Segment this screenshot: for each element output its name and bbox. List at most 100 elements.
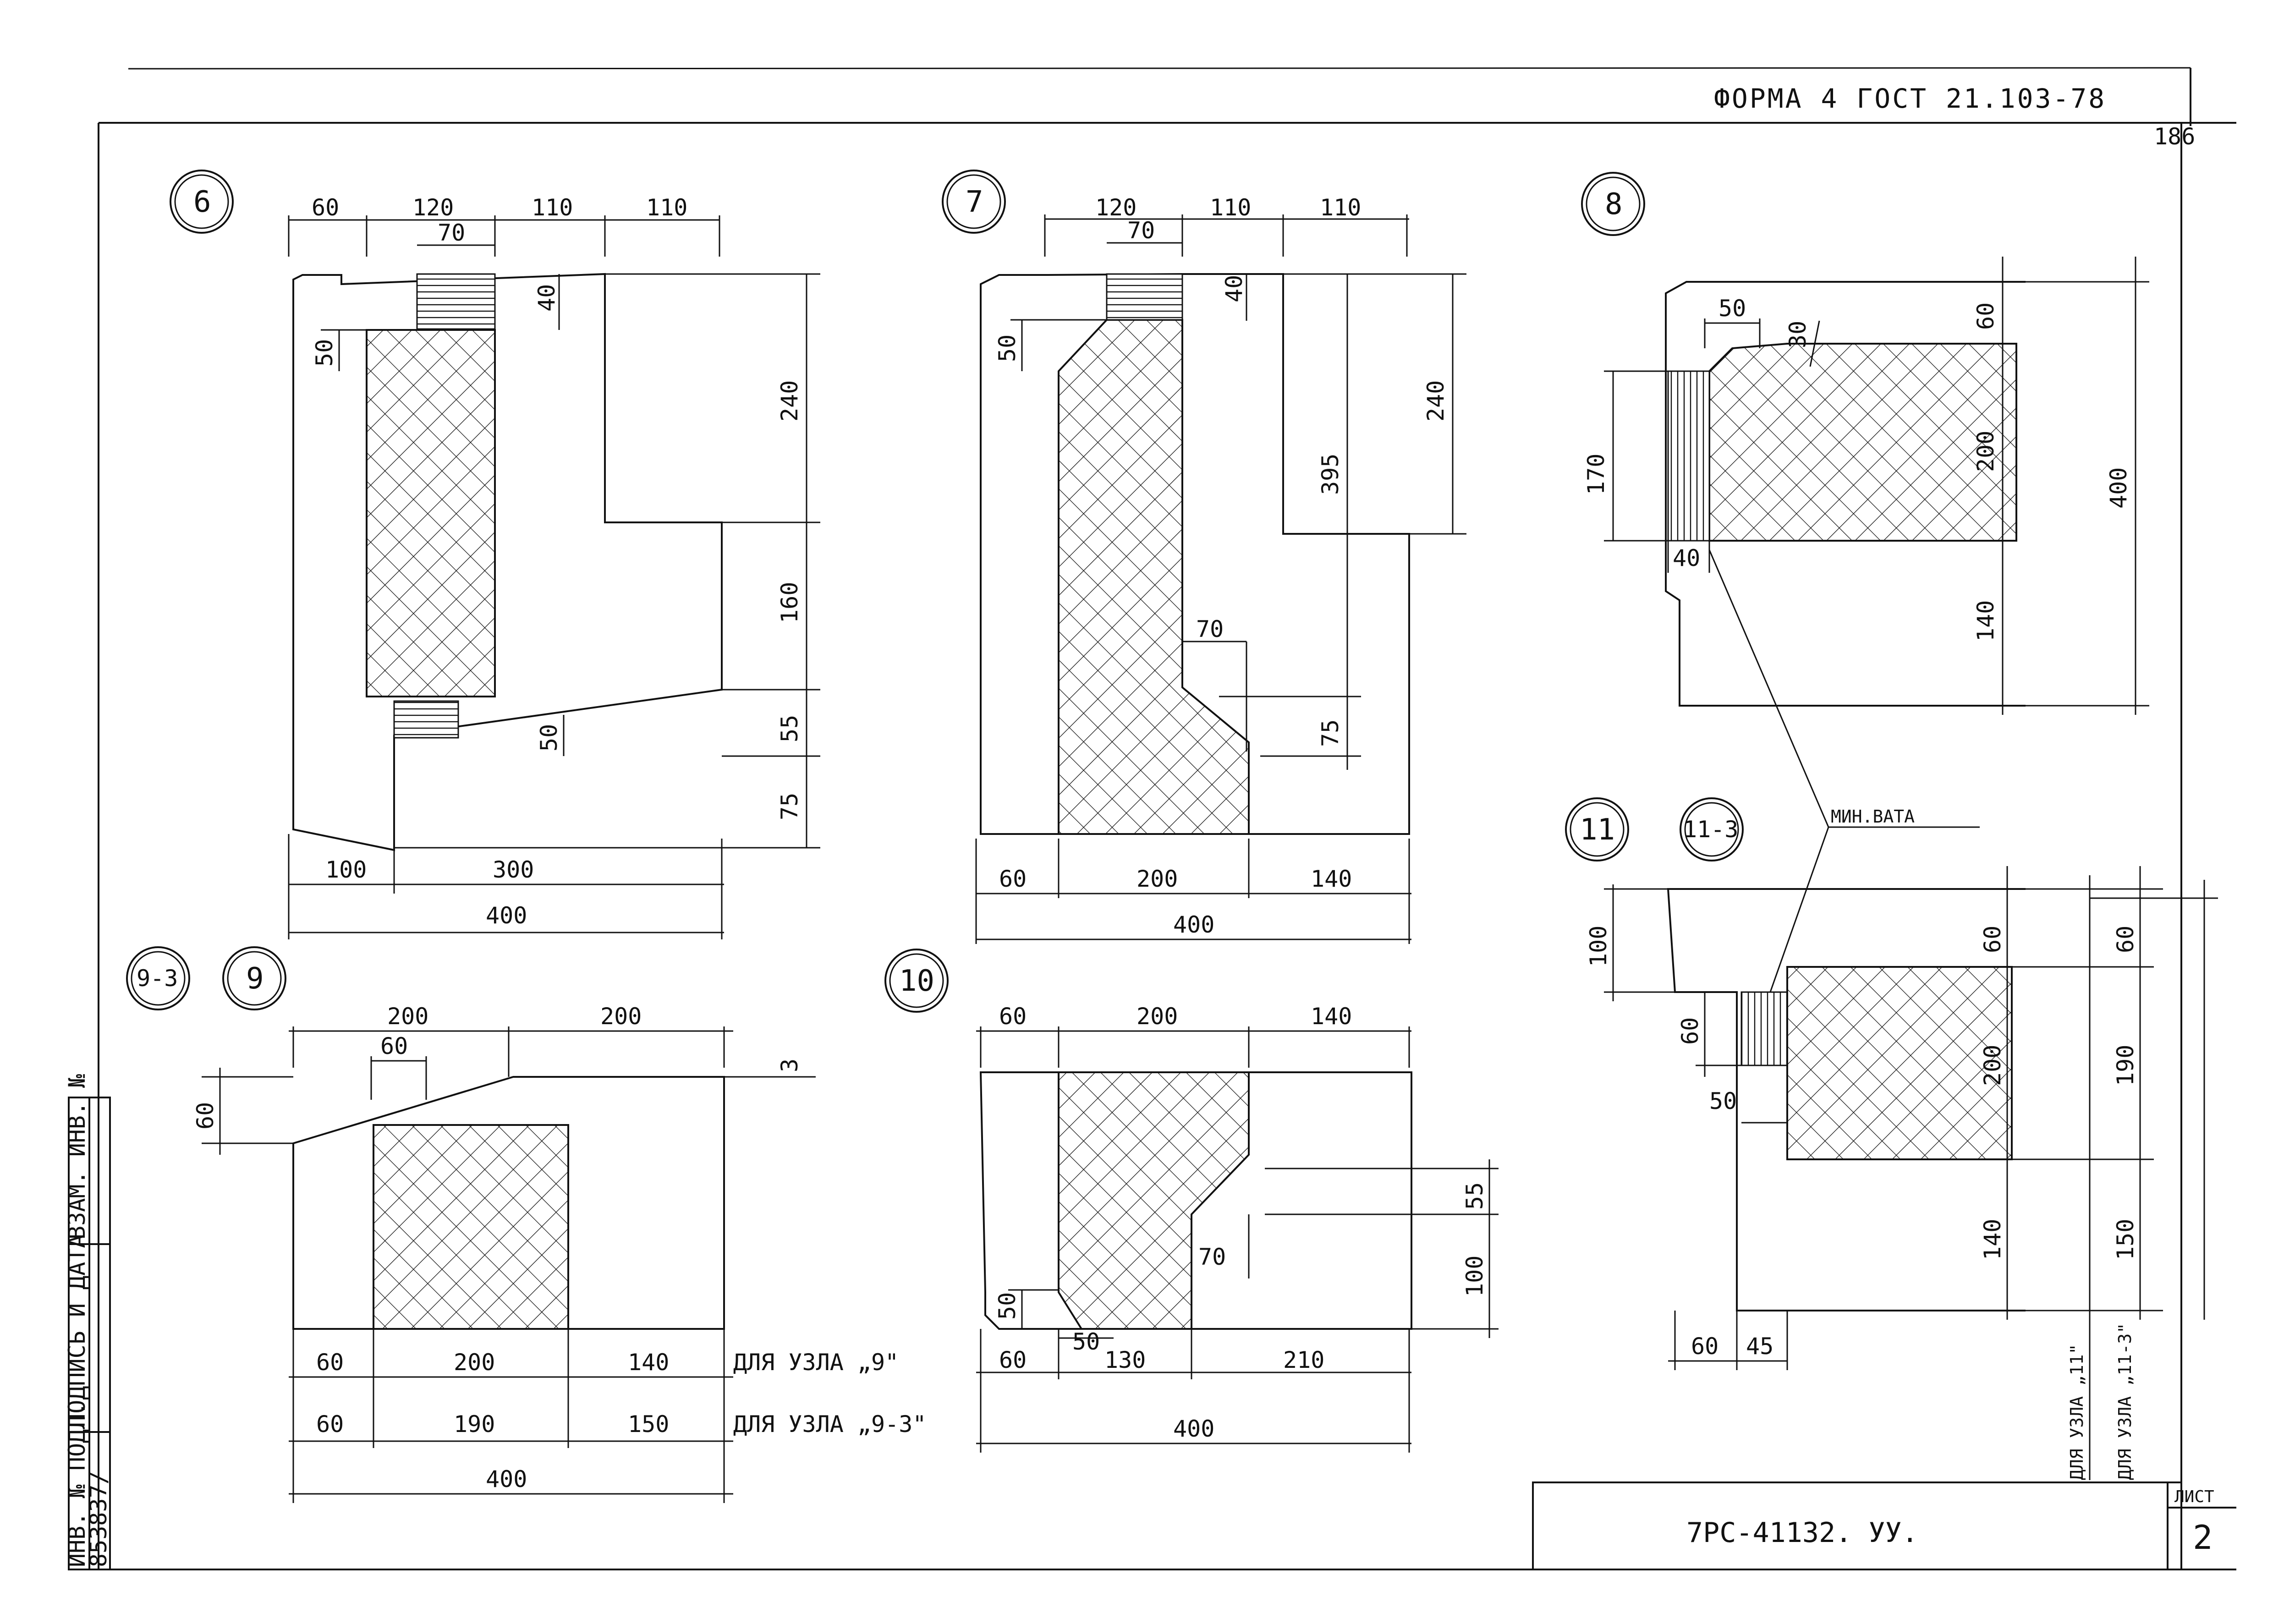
- n9-r1-140: 140: [628, 1349, 669, 1376]
- side-stamp: [68, 1097, 111, 1570]
- n10-dim-b60: 60: [999, 1347, 1027, 1373]
- node-7-label: 7: [966, 185, 983, 219]
- node-9-3-label: 9-3: [137, 965, 178, 992]
- n10-dim-400: 400: [1173, 1416, 1214, 1442]
- node-10: 10 60 200 140 55 70 1: [884, 949, 1499, 1453]
- n6-dim-300: 300: [493, 856, 534, 883]
- n6-dim-50b: 50: [536, 724, 562, 752]
- n10-dim-50v: 50: [994, 1292, 1021, 1320]
- n7-dim-200: 200: [1136, 866, 1178, 892]
- node-8: 8 50 30 60 170 200 400 40 140: [1581, 172, 2149, 715]
- n9-dim-60v: 60: [192, 1102, 219, 1130]
- node-6: 6 60 1: [170, 170, 820, 939]
- n10-dim-60: 60: [999, 1003, 1027, 1030]
- n6-dim-120: 120: [412, 194, 454, 221]
- stamp-inv-no: ИНВ. № ПОДЛ.: [64, 1402, 90, 1567]
- page-number: 186: [2154, 123, 2195, 150]
- callout-min-wool: [1708, 549, 1980, 1022]
- n8-dim-30: 30: [1784, 321, 1811, 348]
- n8-dim-60: 60: [1972, 302, 1999, 330]
- callout-text: МИН.ВАТА: [1831, 807, 1915, 827]
- n9-r2-60: 60: [316, 1411, 344, 1437]
- n11-note-b: ДЛЯ УЗЛА „11-3": [2115, 1323, 2135, 1480]
- n7-dim-120: 120: [1095, 194, 1136, 221]
- n6-dim-50: 50: [311, 339, 338, 367]
- n7-dim-395: 395: [1317, 454, 1344, 495]
- n10-dim-b210: 210: [1283, 1347, 1324, 1373]
- n11-note-a: ДЛЯ УЗЛА „11": [2067, 1344, 2087, 1480]
- n8-dim-40: 40: [1673, 545, 1700, 571]
- n7-dim-40: 40: [1221, 275, 1247, 302]
- n9-dim-200b: 200: [600, 1003, 642, 1030]
- n7-dim-70: 70: [1127, 217, 1155, 244]
- n7-dim-110b: 110: [1320, 194, 1361, 221]
- n9-r2-190: 190: [454, 1411, 495, 1437]
- n11-dim-100: 100: [1585, 926, 1612, 967]
- n9-r1-200: 200: [454, 1349, 495, 1376]
- n6-dim-40: 40: [533, 284, 560, 312]
- n6-dim-60: 60: [312, 194, 339, 221]
- n9-r1-60: 60: [316, 1349, 344, 1376]
- stamp-replace-inv: ВЗАМ. ИНВ. №: [64, 1074, 90, 1240]
- n11-dim-60v: 60: [1677, 1017, 1703, 1045]
- node-9-label: 9: [246, 962, 264, 996]
- n7-dim-70b: 70: [1196, 616, 1224, 642]
- n10-dim-50: 50: [1072, 1328, 1100, 1355]
- drawing-code: 7РС-41132. УУ.: [1686, 1517, 1918, 1549]
- n11-dim-a200: 200: [1979, 1045, 2006, 1086]
- n6-dim-55: 55: [776, 715, 803, 742]
- n7-dim-240: 240: [1422, 380, 1449, 422]
- n8-dim-170: 170: [1583, 454, 1609, 495]
- node-6-label: 6: [193, 185, 211, 219]
- sheet-number: 2: [2193, 1518, 2213, 1557]
- n10-dim-55: 55: [1461, 1182, 1488, 1210]
- n7-dim-50: 50: [994, 335, 1021, 362]
- n10-dim-70: 70: [1198, 1244, 1226, 1270]
- node-10-label: 10: [899, 964, 934, 998]
- n10-dim-200: 200: [1136, 1003, 1178, 1030]
- n6-dim-110b: 110: [646, 194, 687, 221]
- form-note: ФОРМА 4 ГОСТ 21.103-78: [1714, 83, 2106, 114]
- n7-dim-75: 75: [1317, 719, 1344, 747]
- n6-dim-240: 240: [776, 380, 803, 422]
- n11-dim-b150: 150: [2112, 1219, 2139, 1260]
- node-11: 11 11-3 100: [1565, 797, 2218, 1480]
- n11-dim-a140: 140: [1979, 1219, 2006, 1260]
- node-9: 9-3 9 200 200 60 60: [126, 946, 926, 1503]
- n10-dim-140: 140: [1311, 1003, 1352, 1030]
- node-8-label: 8: [1605, 187, 1623, 221]
- n9-dim-60: 60: [380, 1033, 408, 1059]
- n9-dim-200a: 200: [387, 1003, 428, 1030]
- n9-dim-3: 3: [776, 1059, 803, 1072]
- n9-r2-note: ДЛЯ УЗЛА „9-3": [733, 1411, 926, 1437]
- n9-r1-note: ДЛЯ УЗЛА „9": [733, 1349, 899, 1376]
- n9-r2-150: 150: [628, 1411, 669, 1437]
- n8-dim-140: 140: [1972, 600, 1999, 642]
- node-7: 7 120: [942, 170, 1466, 944]
- n6-dim-400: 400: [486, 902, 527, 929]
- n8-dim-200: 200: [1972, 431, 1999, 472]
- n10-dim-b130: 130: [1104, 1347, 1146, 1373]
- n9-dim-400: 400: [486, 1466, 527, 1492]
- n11-dim-45: 45: [1746, 1333, 1773, 1360]
- n10-dim-100: 100: [1461, 1256, 1488, 1297]
- n8-dim-400: 400: [2105, 467, 2132, 509]
- n11-dim-a60: 60: [1979, 926, 2006, 953]
- node-11-label: 11: [1580, 813, 1615, 847]
- n6-dim-160: 160: [776, 582, 803, 623]
- stamp-inv-value: 853837/: [85, 1470, 112, 1567]
- n7-dim-110a: 110: [1210, 194, 1251, 221]
- n11-dim-b190: 190: [2112, 1045, 2139, 1086]
- n11-dim-b60: 60: [2112, 926, 2139, 953]
- node-11-3-label: 11-3: [1683, 816, 1738, 843]
- n6-dim-100: 100: [325, 856, 367, 883]
- n7-dim-400: 400: [1173, 911, 1214, 938]
- title-block: [1532, 1481, 2236, 1570]
- n6-dim-75: 75: [776, 793, 803, 820]
- n8-dim-50: 50: [1718, 295, 1746, 322]
- n11-dim-50: 50: [1709, 1088, 1737, 1114]
- n11-dim-60: 60: [1691, 1333, 1718, 1360]
- n7-dim-60: 60: [999, 866, 1027, 892]
- sheet-label: ЛИСТ: [2174, 1487, 2214, 1506]
